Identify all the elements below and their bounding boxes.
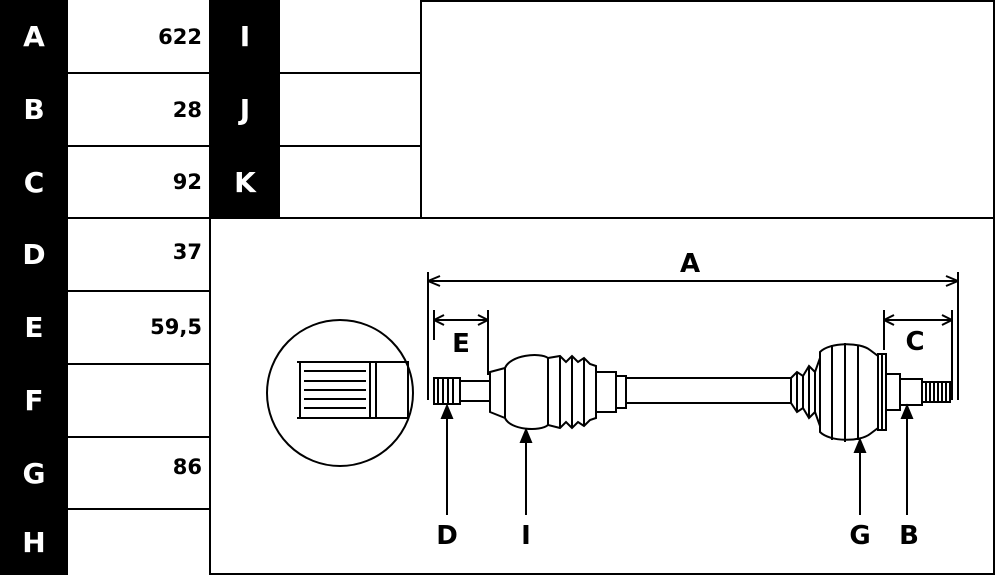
label-a: A [680, 249, 700, 279]
grid-line [209, 0, 211, 575]
row-key-b: B [0, 73, 68, 146]
label-g: G [849, 521, 870, 551]
grid-line [68, 217, 210, 219]
grid-line [68, 145, 210, 147]
outer-stub-thread [885, 373, 951, 411]
row-value-a: 622 [68, 0, 210, 73]
row-key-h: H [0, 509, 68, 575]
leader-i [519, 427, 533, 515]
grid-line [68, 72, 210, 74]
row-value-b: 28 [68, 73, 210, 146]
grid-line [420, 0, 995, 2]
row-value-e: 59,5 [68, 291, 210, 364]
row-key-d: D [0, 218, 68, 291]
grid-line [993, 0, 995, 575]
row-value-f [68, 364, 210, 437]
grid-line [68, 290, 210, 292]
grid-line [68, 363, 210, 365]
row-value-k [280, 146, 420, 218]
inner-joint [489, 354, 549, 431]
row-key-j: J [210, 73, 280, 146]
row-key-k: K [210, 146, 280, 218]
grid-line [68, 436, 210, 438]
dimension-c [883, 310, 953, 400]
leader-b [900, 403, 914, 515]
label-e: E [452, 329, 470, 359]
inner-boot [547, 354, 627, 430]
outer-joint [819, 343, 887, 442]
row-key-g: G [0, 437, 68, 509]
shaft-bar [625, 377, 792, 404]
row-key-i: I [210, 0, 280, 73]
row-key-c: C [0, 146, 68, 218]
row-key-a: A [0, 0, 68, 73]
outer-boot [790, 357, 821, 427]
row-value-d: 37 [68, 218, 210, 291]
dimension-e [433, 310, 489, 375]
label-i: I [521, 521, 531, 551]
label-d: D [436, 521, 458, 551]
left-spline [433, 377, 491, 405]
row-key-e: E [0, 291, 68, 364]
row-value-h [68, 509, 210, 575]
label-b: B [899, 521, 919, 551]
row-value-i [280, 0, 420, 73]
grid-line [210, 573, 995, 575]
grid-line [280, 72, 420, 74]
row-value-c: 92 [68, 146, 210, 218]
grid-line [210, 217, 995, 219]
spline-detail-circle [266, 319, 414, 467]
leader-d [440, 403, 454, 515]
grid-line [420, 0, 422, 218]
row-value-g: 86 [68, 437, 210, 509]
label-c: C [905, 327, 924, 357]
row-key-f: F [0, 364, 68, 437]
grid-line [68, 508, 210, 510]
row-value-j [280, 73, 420, 146]
dimension-a [427, 272, 959, 400]
grid-line [280, 145, 420, 147]
leader-g [853, 437, 867, 515]
